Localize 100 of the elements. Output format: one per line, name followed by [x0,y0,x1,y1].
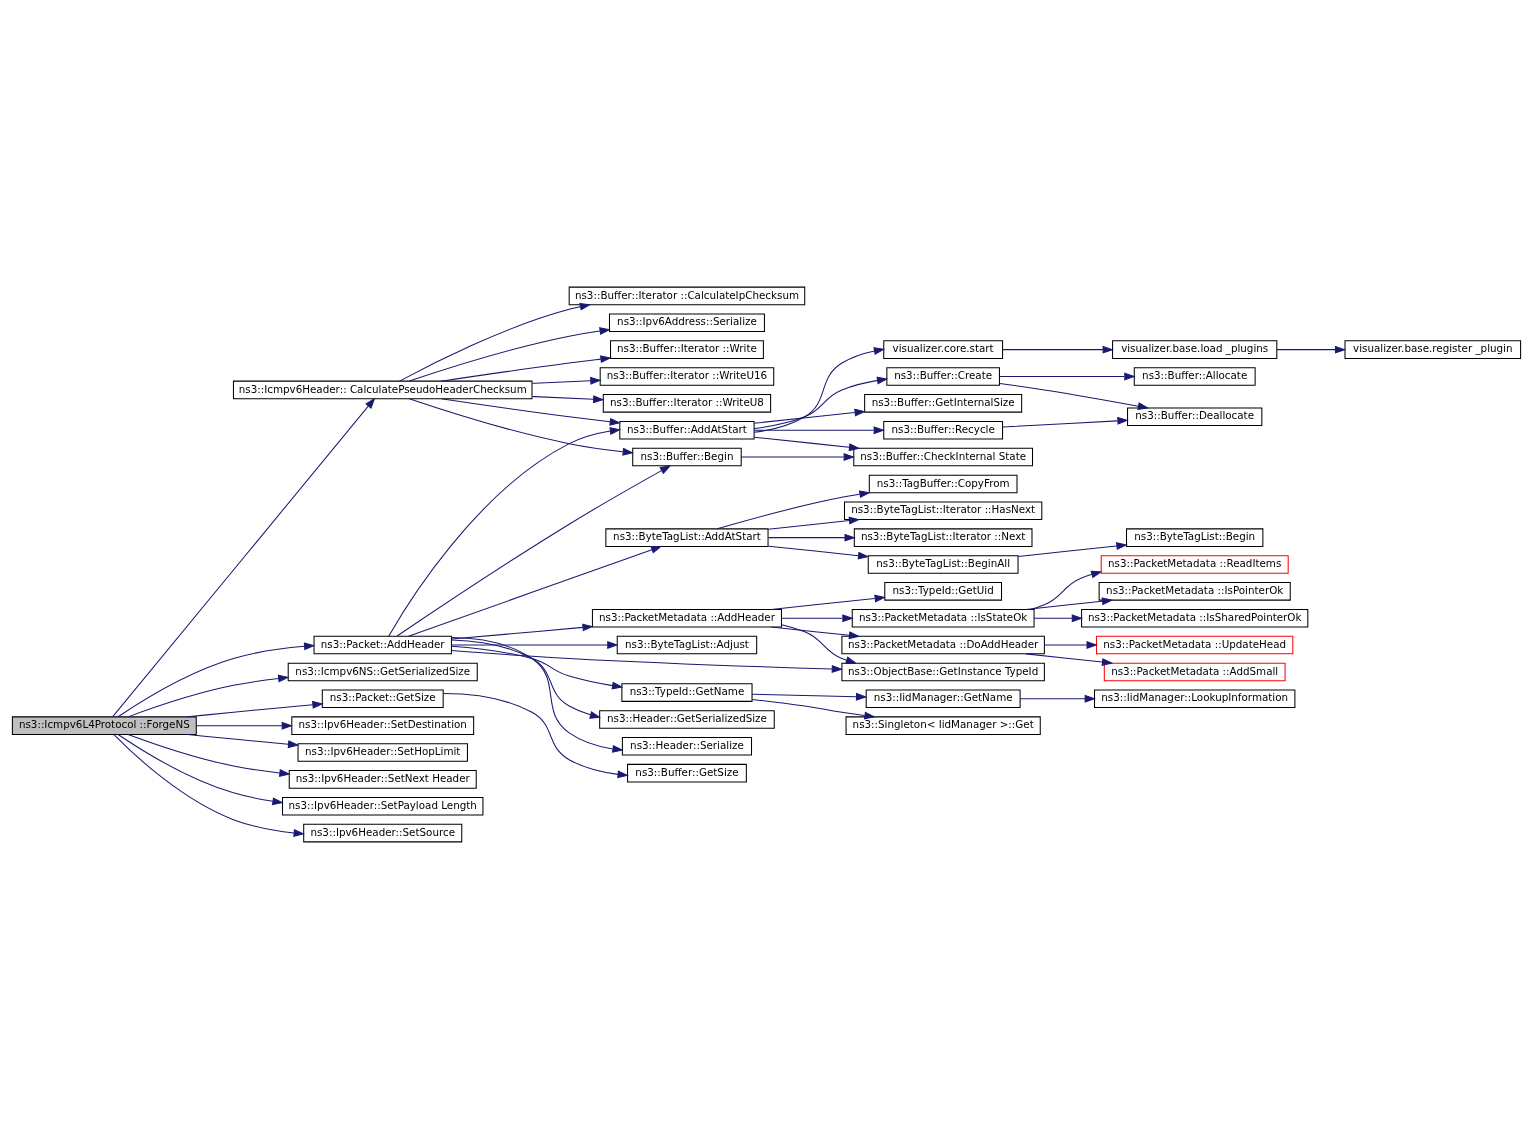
arrow [1044,640,1098,649]
arrow [1025,596,1114,610]
node-box: ns3::PacketMetadata ::AddSmall [1103,662,1286,681]
node-box: ns3::ObjectBase::GetInstance TypeId [841,662,1045,681]
node-box: ns3::Ipv6Header::SetPayload Length [282,796,484,816]
node-box: ns3::PacketMetadata ::IsPointerOk [1098,581,1291,601]
arrow [451,639,602,719]
arrow [117,733,284,805]
arrow [753,346,886,433]
node-box: ns3::Buffer::CheckInternal State [853,447,1033,466]
arrow [753,376,889,429]
node-box: ns3::Icmpv6L4Protocol ::ForgeNS [11,715,197,735]
arrow [770,626,861,639]
arrow [408,397,634,456]
node-box: ns3::Ipv6Header::SetNext Header [288,769,477,789]
node-box: ns3::Ipv6Header::SetSource [303,823,463,842]
arrow [442,692,629,778]
node-box: ns3::Buffer::AddAtStart [619,420,755,439]
node-box: visualizer.base.load _plugins [1112,339,1278,359]
arrow [113,733,305,837]
arrow [187,733,300,748]
arrow [440,397,622,426]
arrow [450,645,624,690]
node-box: ns3::Buffer::GetSize [627,763,747,782]
arrow [767,545,870,560]
arrow [1017,541,1128,557]
node-box: ns3::Buffer::Iterator ::CalculateIpChecksum [568,286,806,305]
node-box: ns3::TypeId::GetUid [884,581,1003,601]
node-box: ns3::Buffer::GetInternalSize [864,393,1023,413]
node-box: ns3::Buffer::Iterator ::WriteU8 [602,393,772,413]
arrow [388,426,622,637]
node-box: ns3::IidManager::LookupInformation [1093,689,1296,708]
arrow [407,545,663,637]
arrow [440,354,612,382]
node-box: ns3::ByteTagList::Begin [1126,527,1264,547]
arrow [767,516,861,530]
arrow [399,302,592,382]
arrow [751,698,876,719]
node-box: ns3::Buffer::Iterator ::Write [610,339,764,359]
arrow [112,397,376,717]
node-box: ns3::PacketMetadata ::AddHeader [591,608,782,627]
arrow [396,464,672,637]
node-box: ns3::PacketMetadata ::UpdateHead [1096,635,1294,654]
arrow [451,640,619,649]
arrow [753,425,885,434]
node-box: ns3::ByteTagList::BeginAll [867,554,1019,574]
node-box: ns3::ByteTagList::AddAtStart [605,527,769,547]
node-box: ns3::Icmpv6Header:: CalculatePseudoHeaderChecksum [232,380,533,399]
node-box: ns3::Buffer::Recycle [883,420,1004,439]
node-box: ns3::PacketMetadata ::IsStateOk [851,608,1035,627]
arrow [127,674,290,717]
arrow [751,692,868,701]
arrow [781,623,858,664]
arrow [187,700,324,717]
node-box: ns3::Packet::GetSize [321,689,444,708]
arrow [451,636,624,753]
arrow [1030,570,1103,610]
node-box: ns3::TypeId::GetName [621,682,753,702]
node-box: ns3::Buffer::Allocate [1133,366,1256,386]
node-box: ns3::Packet::AddHeader [313,635,452,654]
node-box: visualizer.base.register _plugin [1344,339,1522,359]
arrow [753,408,866,424]
arrow [753,436,861,451]
arrow [740,452,855,461]
arrow [1002,416,1129,428]
node-box: ns3::Ipv6Header::SetHopLimit [297,742,468,762]
arrow [1276,345,1347,354]
node-box: ns3::Singleton< IidManager >::Get [845,715,1041,735]
arrow [1025,652,1114,666]
arrow [767,533,856,542]
node-box: visualizer.core.start [883,339,1004,359]
arrow [999,382,1150,410]
node-box: ns3::PacketMetadata ::ReadItems [1100,554,1289,574]
node-box: ns3::Header::Serialize [621,736,753,756]
arrow [781,613,854,622]
node-box: ns3::TagBuffer::CopyFrom [868,474,1018,493]
arrow [1002,345,1114,354]
arrow [999,372,1136,380]
arrow [770,594,886,610]
node-box: ns3::Header::GetSerializedSize [599,709,775,729]
node-box: ns3::PacketMetadata ::DoAddHeader [841,635,1045,654]
node-box: ns3::ByteTagList::Iterator ::Next [853,527,1033,547]
node-box: ns3::ByteTagList::Adjust [616,635,758,654]
arrow [1033,613,1084,622]
arrow [117,641,316,717]
node-box: ns3::Buffer::Deallocate [1127,407,1263,426]
node-box: ns3::Buffer::Begin [632,447,742,466]
arrow [196,721,294,730]
node-box: ns3::IidManager::GetName [865,689,1021,708]
arrow [451,622,594,640]
node-box: ns3::ByteTagList::Iterator ::HasNext [843,501,1043,520]
arrow [531,394,605,403]
arrow [531,376,602,385]
node-box: ns3::Ipv6Address::Serialize [608,312,765,332]
node-box: ns3::Icmpv6NS::GetSerializedSize [287,662,478,681]
arrow [451,649,844,673]
arrow [716,489,871,529]
node-box: ns3::Buffer::Create [886,366,1000,386]
arrow [1019,694,1096,703]
node-box: ns3::Ipv6Header::SetDestination [291,715,475,735]
